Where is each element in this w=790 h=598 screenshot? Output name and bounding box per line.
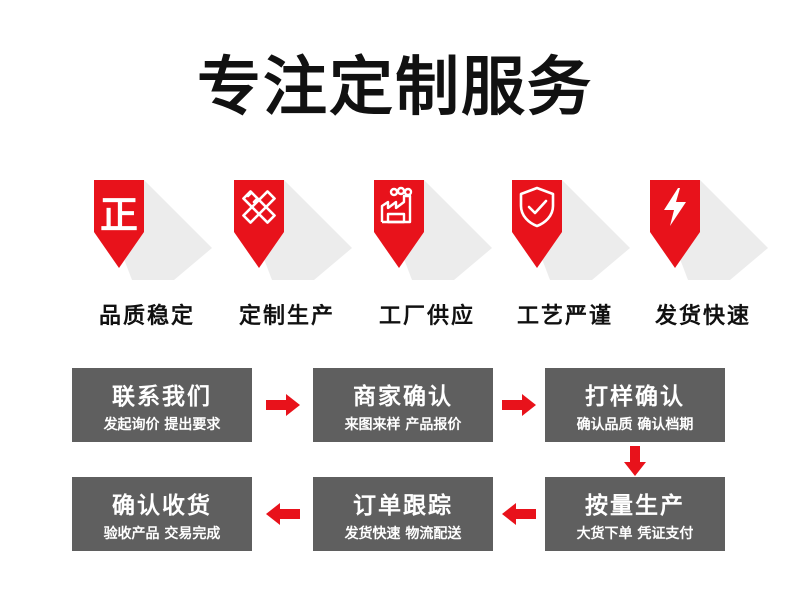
feature-label: 品质稳定 xyxy=(98,304,195,329)
step-subtitle: 来图来样 产品报价 xyxy=(344,417,462,433)
feature-label: 发货快速 xyxy=(654,304,751,329)
ruler-pencil-icon xyxy=(242,190,276,224)
arrow-right-icon xyxy=(266,394,300,416)
arrow-down-icon xyxy=(624,446,646,476)
factory-icon xyxy=(380,186,413,224)
arrow-left-icon xyxy=(266,503,300,525)
step-confirm-receipt: 确认收货 验收产品 交易完成 xyxy=(72,477,252,551)
lightning-icon xyxy=(664,188,686,226)
feature-label: 工艺严谨 xyxy=(516,304,613,329)
step-subtitle: 发货快速 物流配送 xyxy=(344,526,462,542)
step-title: 订单跟踪 xyxy=(353,493,453,519)
badge-shape xyxy=(94,180,212,280)
feature-factory: 工厂供应 xyxy=(362,170,492,340)
step-title: 确认收货 xyxy=(112,493,212,519)
feature-custom: 定制生产 xyxy=(222,170,352,340)
feature-craft: 工艺严谨 xyxy=(500,170,630,340)
feature-delivery: 发货快速 xyxy=(638,170,768,340)
feature-label: 工厂供应 xyxy=(378,304,475,329)
step-title: 打样确认 xyxy=(585,384,685,410)
arrow-left-icon xyxy=(502,503,536,525)
step-subtitle: 发起询价 提出要求 xyxy=(103,417,221,433)
feature-quality: 正 品质稳定 xyxy=(82,170,212,340)
step-order-tracking: 订单跟踪 发货快速 物流配送 xyxy=(313,477,493,551)
step-subtitle: 大货下单 凭证支付 xyxy=(576,526,694,542)
step-title: 按量生产 xyxy=(585,493,685,519)
arrow-right-icon xyxy=(502,394,536,416)
page-title: 专注定制服务 xyxy=(197,51,593,125)
step-contact-us: 联系我们 发起询价 提出要求 xyxy=(72,368,252,442)
step-mass-production: 按量生产 大货下单 凭证支付 xyxy=(545,477,725,551)
zheng-character-icon: 正 xyxy=(99,193,138,237)
step-subtitle: 确认品质 确认档期 xyxy=(576,417,694,433)
shield-check-icon xyxy=(519,186,555,228)
step-title: 联系我们 xyxy=(112,384,212,410)
step-subtitle: 验收产品 交易完成 xyxy=(103,526,221,542)
step-merchant-confirm: 商家确认 来图来样 产品报价 xyxy=(313,368,493,442)
step-title: 商家确认 xyxy=(353,384,453,410)
step-sample-confirm: 打样确认 确认品质 确认档期 xyxy=(545,368,725,442)
feature-label: 定制生产 xyxy=(238,304,335,329)
